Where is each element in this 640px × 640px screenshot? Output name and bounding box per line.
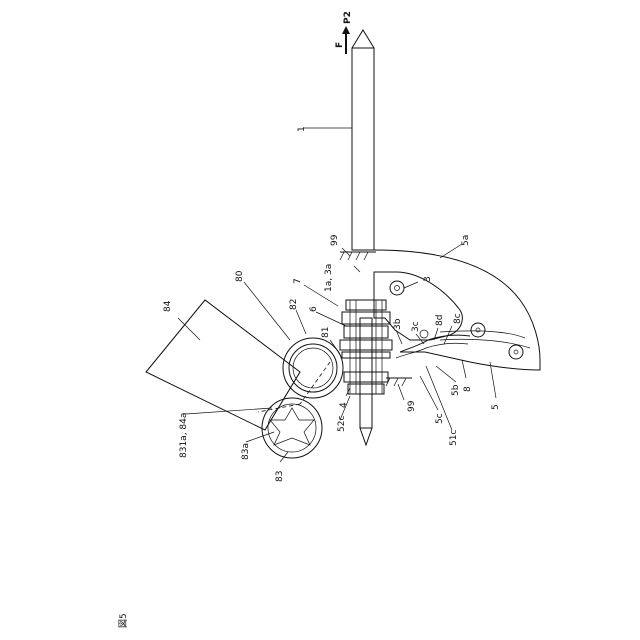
force-arrow <box>342 26 350 54</box>
label-4: 4 <box>339 402 349 408</box>
label-5a: 5a <box>461 235 471 246</box>
label-5c: 5c <box>435 413 445 424</box>
label-99-lower: 99 <box>407 400 417 412</box>
label-1a-3a: 1a, 3a <box>324 264 334 292</box>
figure-label: 図5 <box>118 613 129 628</box>
label-6: 6 <box>309 306 319 312</box>
label-f: F <box>335 42 345 48</box>
label-82: 82 <box>289 299 299 310</box>
label-8c: 8c <box>453 313 463 324</box>
label-5b: 5b <box>451 384 461 396</box>
label-99-upper: 99 <box>330 234 340 246</box>
label-3b: 3b <box>393 318 403 330</box>
gear-83 <box>262 398 322 458</box>
label-8d: 8d <box>435 315 445 326</box>
leader-lines <box>178 128 496 462</box>
spindle-assembly <box>340 300 392 445</box>
label-52c: 52c <box>337 416 347 432</box>
label-7: 7 <box>293 278 303 284</box>
label-51c: 51c <box>449 430 459 446</box>
label-83a: 83a <box>241 443 251 460</box>
label-p2: P2 <box>343 11 353 24</box>
label-83: 83 <box>275 471 285 482</box>
label-80: 80 <box>235 270 245 282</box>
label-81: 81 <box>321 327 331 338</box>
shaft-1 <box>352 30 374 250</box>
label-3: 3 <box>423 276 433 282</box>
ground-hatch-lower <box>386 378 412 386</box>
label-84: 84 <box>163 300 173 312</box>
ground-hatch-upper <box>340 252 376 260</box>
label-1: 1 <box>297 126 307 132</box>
label-831a-84a: 831a, 84a <box>179 413 189 458</box>
frame-5 <box>374 250 540 370</box>
sector-84 <box>146 300 300 430</box>
label-3c: 3c <box>411 321 421 332</box>
label-5: 5 <box>491 404 501 410</box>
pinion-82 <box>283 338 343 398</box>
label-8: 8 <box>463 386 473 392</box>
